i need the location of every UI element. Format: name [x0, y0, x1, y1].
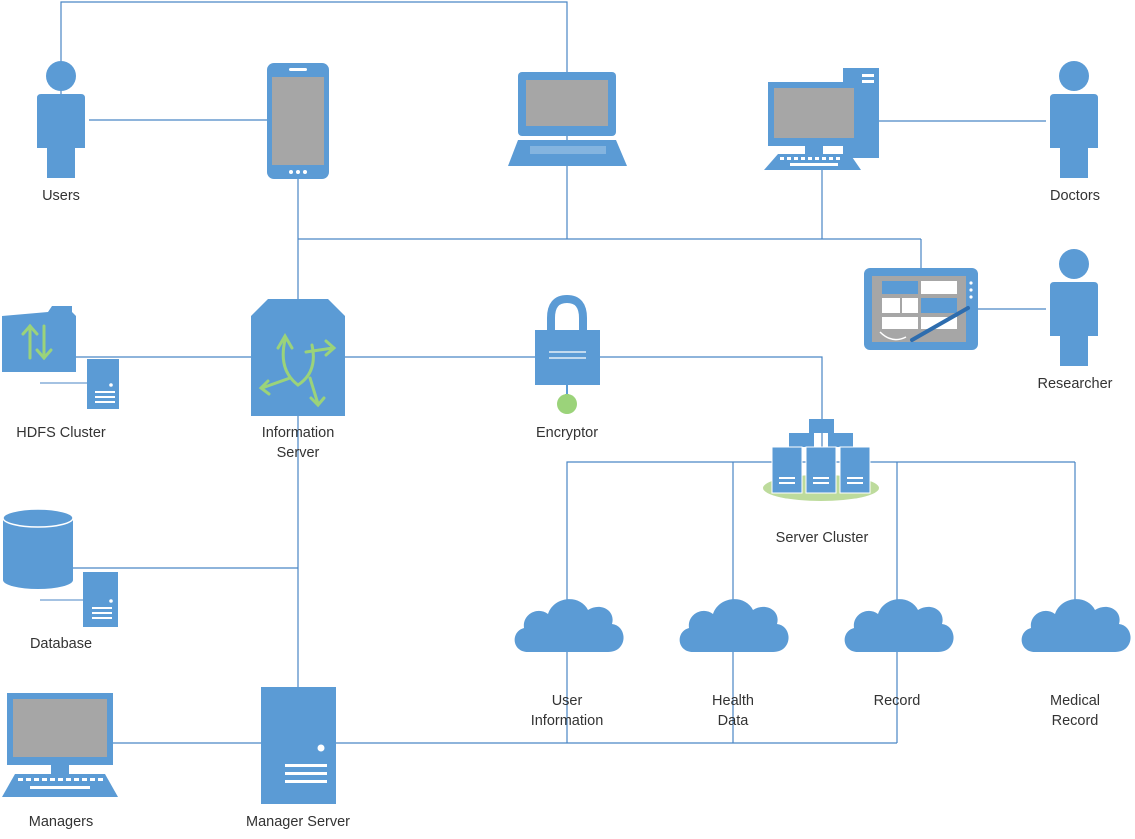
medical-record-label-line1: Medical: [1050, 693, 1100, 709]
database-small-server-icon: [40, 572, 118, 627]
hdfs-cluster-label: HDFS Cluster: [16, 425, 106, 441]
desktop-monitor-icon: [2, 693, 118, 797]
health-data-cloud-icon: [679, 599, 789, 652]
information-server-label-line2: Server: [277, 445, 320, 461]
padlock-icon: [535, 294, 600, 414]
tower-server-icon: [261, 687, 336, 804]
medical-record-label-line2: Record: [1052, 713, 1099, 729]
user-information-label-line2: Information: [531, 713, 604, 729]
pen-tablet-icon: [864, 268, 978, 350]
user-information-cloud-icon: [514, 599, 624, 652]
laptop-icon: [508, 72, 627, 166]
record-label: Record: [874, 693, 921, 709]
connector-cluster-to-user-information: [566, 461, 822, 743]
folder-transfer-icon: [2, 306, 76, 372]
manager-server-label: Manager Server: [246, 814, 350, 830]
desktop-computer-icon: [764, 68, 879, 170]
doctors-label: Doctors: [1050, 188, 1100, 204]
database-cylinder-icon: [2, 508, 74, 589]
encryptor-label: Encryptor: [536, 425, 598, 441]
database-label: Database: [30, 636, 92, 652]
information-server-label-line1: Information: [262, 425, 335, 441]
smartphone-icon: [267, 63, 329, 179]
server-cluster-icon: [763, 419, 879, 501]
health-data-label-line1: Health: [712, 693, 754, 709]
user-information-label-line1: User: [552, 693, 583, 709]
managers-label: Managers: [29, 814, 93, 830]
researcher-person-icon: [1050, 249, 1098, 366]
server-cluster-label: Server Cluster: [776, 530, 869, 546]
researcher-label: Researcher: [1038, 376, 1113, 392]
users-label: Users: [42, 188, 80, 204]
doctors-person-icon: [1050, 61, 1098, 178]
record-cloud-icon: [844, 599, 954, 652]
users-person-icon: [37, 61, 85, 178]
medical-record-cloud-icon: [1021, 599, 1131, 652]
health-data-label-line2: Data: [718, 713, 750, 729]
router-server-icon: [251, 299, 345, 416]
hdfs-small-server-icon: [40, 359, 119, 409]
